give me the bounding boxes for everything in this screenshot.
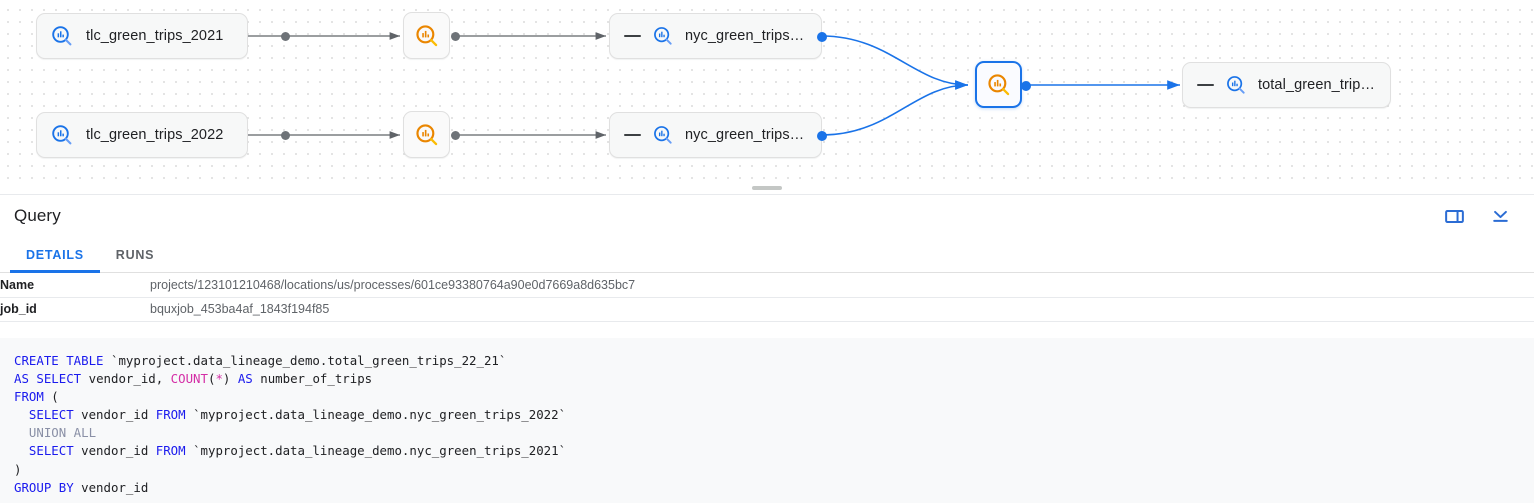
bigquery-process-icon — [987, 73, 1009, 95]
query-panel-header: Query — [0, 194, 1534, 237]
lineage-node-total-green-trips[interactable]: total_green_trip… — [1182, 62, 1391, 108]
bigquery-table-icon — [1227, 76, 1245, 94]
panel-actions — [1442, 204, 1522, 228]
node-output-port[interactable] — [1021, 81, 1031, 91]
panel-tabs: DETAILS RUNS — [0, 237, 1534, 273]
lineage-node-process-2[interactable] — [403, 111, 460, 158]
sql-query-code[interactable]: CREATE TABLE `myproject.data_lineage_dem… — [0, 338, 1534, 503]
minus-icon[interactable] — [624, 133, 641, 137]
minus-icon[interactable] — [1197, 83, 1214, 87]
lineage-node-process-1[interactable] — [403, 12, 460, 59]
table-row: job_id bquxjob_453ba4af_1843f194f85 — [0, 297, 1534, 321]
node-output-port[interactable] — [281, 32, 290, 41]
lineage-node-label: nyc_green_trips… — [685, 127, 805, 143]
node-output-port[interactable] — [281, 131, 290, 140]
detail-key: job_id — [0, 302, 37, 316]
details-table: Name projects/123101210468/locations/us/… — [0, 273, 1534, 322]
bigquery-table-icon — [52, 26, 72, 46]
panel-title: Query — [14, 206, 61, 225]
lineage-canvas[interactable]: tlc_green_trips_2021 ny — [0, 0, 1534, 186]
collapse-panel-icon[interactable] — [1488, 204, 1512, 228]
node-output-port[interactable] — [817, 131, 827, 141]
tab-runs[interactable]: RUNS — [115, 247, 155, 262]
lineage-node-label: tlc_green_trips_2022 — [86, 127, 224, 143]
detail-value: bquxjob_453ba4af_1843f194f85 — [150, 302, 330, 316]
lineage-node-nyc-green-trips-2021[interactable]: nyc_green_trips… — [609, 13, 827, 59]
panel-resize-handle[interactable] — [0, 182, 1534, 194]
tab-details[interactable]: DETAILS — [10, 237, 100, 273]
lineage-node-tlc-green-trips-2022[interactable]: tlc_green_trips_2022 — [36, 112, 290, 158]
lineage-node-label: total_green_trip… — [1258, 77, 1375, 93]
lineage-node-process-selected[interactable] — [975, 61, 1031, 108]
detail-value: projects/123101210468/locations/us/proce… — [150, 277, 636, 292]
bigquery-table-icon — [654, 27, 672, 45]
query-panel: Query DETAILS RUNS — [0, 194, 1534, 503]
split-panel-icon[interactable] — [1442, 204, 1466, 228]
lineage-node-tlc-green-trips-2021[interactable]: tlc_green_trips_2021 — [36, 13, 290, 59]
bigquery-process-icon — [415, 123, 437, 145]
detail-key: Name — [0, 277, 35, 292]
node-output-port[interactable] — [451, 32, 460, 41]
minus-icon[interactable] — [624, 34, 641, 38]
lineage-edges — [248, 32, 1180, 139]
lineage-node-nyc-green-trips-2022[interactable]: nyc_green_trips… — [609, 112, 827, 158]
node-output-port[interactable] — [817, 32, 827, 42]
bigquery-table-icon — [52, 125, 72, 145]
lineage-node-label: nyc_green_trips… — [685, 28, 805, 44]
lineage-node-label: tlc_green_trips_2021 — [86, 28, 224, 44]
table-row: Name projects/123101210468/locations/us/… — [0, 273, 1534, 297]
node-output-port[interactable] — [451, 131, 460, 140]
bigquery-table-icon — [654, 126, 672, 144]
bigquery-process-icon — [415, 24, 437, 46]
resize-grip[interactable] — [752, 186, 782, 190]
